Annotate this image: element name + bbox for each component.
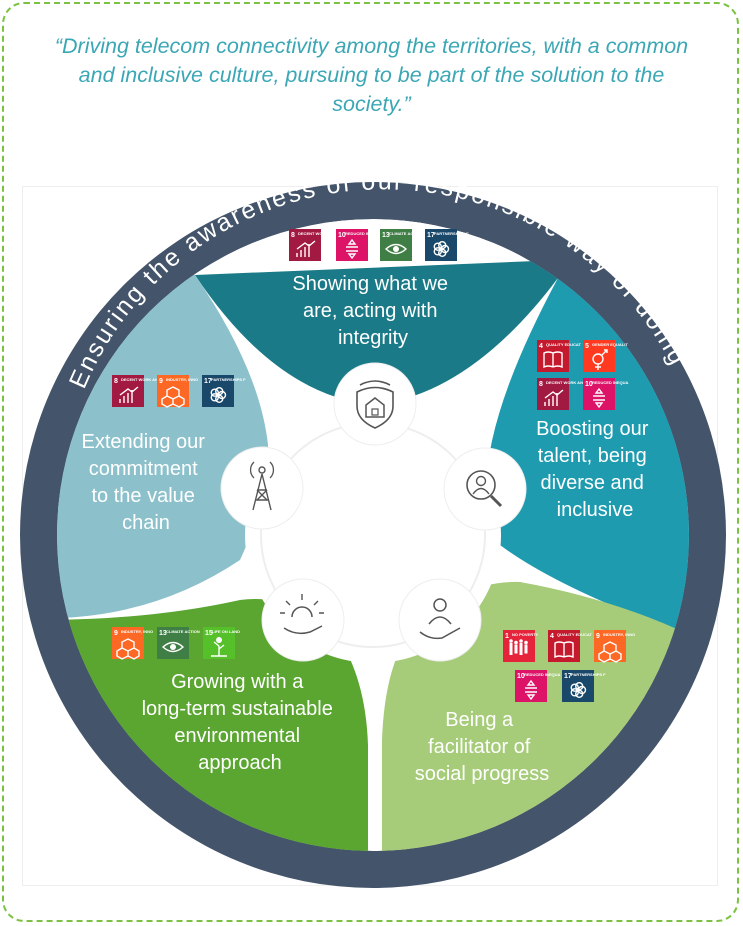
segment-integrity[interactable] [195, 260, 560, 405]
sdg-label: QUALITY EDUCAT [546, 342, 582, 347]
sdg-number: 10 [585, 381, 593, 388]
sdg-label: DECENT WORK AN [121, 377, 158, 382]
sdg-number: 13 [159, 630, 167, 637]
sdg-label: INDUSTRY, INNO [121, 629, 153, 634]
sdg-number: 17 [204, 378, 212, 385]
sdg-number: 9 [596, 633, 600, 640]
segment-integrity-label: Showing what we are, acting with integri… [292, 273, 453, 349]
sdg-label: DECENT WORK AN [298, 231, 335, 236]
sdg-label: QUALITY EDUCAT [557, 632, 593, 637]
sdg-label: NO POVERTY [512, 632, 539, 637]
sdg-label: PARTNERSHIPS F [211, 377, 246, 382]
sdg-label: REDUCED INEQUA [524, 672, 561, 677]
sdg-number: 15 [205, 630, 213, 637]
segment-value-chain-label: Extending our commitment to the value ch… [82, 431, 211, 534]
sdg-number: 13 [382, 232, 390, 239]
sdg-label: PARTNERSHIPS F [571, 672, 606, 677]
sdg-label: REDUCED INEQUA [345, 231, 382, 236]
sdg-label: INDUSTRY, INNO [166, 377, 198, 382]
segment-environment-label: Growing with a long-term sustainable env… [142, 671, 339, 774]
segment-social-label: Being a facilitator of social progress [415, 709, 550, 785]
sdg-number: 5 [585, 343, 589, 350]
mission-quote: “Driving telecom connectivity among the … [54, 34, 689, 116]
hand-person-icon [398, 578, 482, 662]
sdg-label: CLIMATE ACTION [389, 231, 423, 236]
sdg-label: DECENT WORK AN [546, 380, 583, 385]
sdg-number: 1 [505, 633, 509, 640]
sdg-number: 8 [114, 378, 118, 385]
sdg-number: 8 [291, 232, 295, 239]
sdg-label: GENDER EQUALIT [592, 342, 628, 347]
antenna-tower-icon [220, 446, 304, 530]
sdg-number: 8 [539, 381, 543, 388]
sdg-label: INDUSTRY, INNO [603, 632, 635, 637]
sdg-label: LIFE ON LAND [212, 629, 240, 634]
sdg-label: REDUCED INEQUA [592, 380, 629, 385]
sdg-number: 4 [539, 343, 543, 350]
segment-talent-label: Boosting our talent, being diverse and i… [536, 418, 654, 521]
sdg-label: PARTNERSHIPS F [434, 231, 469, 236]
sdg-number: 4 [550, 633, 554, 640]
sdg-label: CLIMATE ACTION [166, 629, 200, 634]
sdg-number: 17 [564, 673, 572, 680]
sdg-number: 9 [159, 378, 163, 385]
sdg-number: 9 [114, 630, 118, 637]
hand-sun-icon [261, 578, 345, 662]
person-magnifier-icon [443, 447, 527, 531]
shield-house-icon [333, 362, 417, 446]
sdg-number: 10 [338, 232, 346, 239]
sdg-number: 10 [517, 673, 525, 680]
sdg-number: 17 [427, 232, 435, 239]
